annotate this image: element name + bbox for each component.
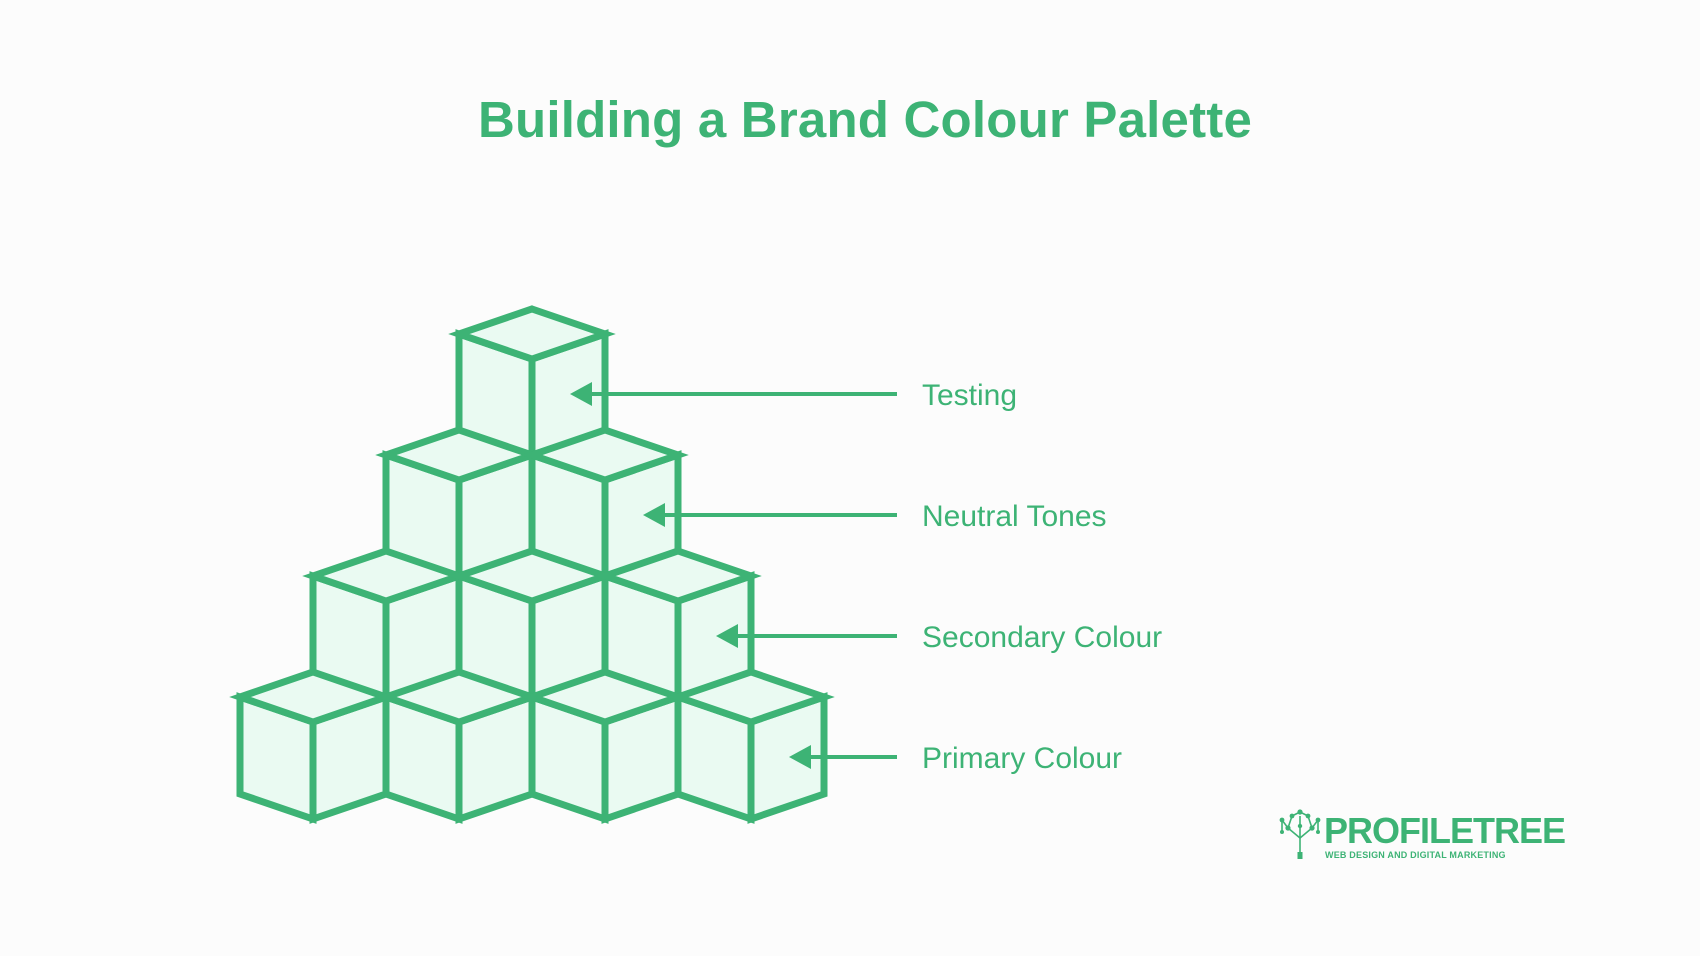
logo-wordmark: PROFILETREE [1324, 810, 1566, 851]
tree-icon [1279, 809, 1321, 859]
layer-label-primary-colour: Primary Colour [922, 742, 1122, 775]
logo-tagline: WEB DESIGN AND DIGITAL MARKETING [1325, 850, 1506, 860]
cube [375, 426, 543, 582]
cube [229, 668, 397, 824]
cube-top-face [229, 668, 397, 726]
arrow [643, 503, 897, 527]
cube [302, 547, 470, 703]
layer-labels: Testing Neutral Tones Secondary Colour P… [922, 379, 1162, 775]
cube-pyramid [229, 305, 835, 824]
cube-top-face [521, 426, 689, 484]
cube-top-face [448, 547, 616, 605]
cube-top-face [448, 305, 616, 363]
cube-top-face [375, 668, 543, 726]
cube [448, 547, 616, 703]
layer-label-testing: Testing [922, 379, 1017, 412]
cube [521, 426, 689, 582]
arrow [570, 382, 897, 406]
cube [667, 668, 835, 824]
arrowhead [716, 624, 738, 648]
arrow [789, 745, 897, 769]
arrow [716, 624, 897, 648]
cube-top-face [521, 668, 689, 726]
cube-top-face [667, 668, 835, 726]
arrowhead [570, 382, 592, 406]
cube [375, 668, 543, 824]
page-title: Building a Brand Colour Palette [477, 91, 1253, 148]
arrowhead [789, 745, 811, 769]
layer-label-neutral-tones: Neutral Tones [922, 500, 1107, 533]
layer-label-secondary-colour: Secondary Colour [922, 621, 1162, 654]
profiletree-logo: PROFILETREE WEB DESIGN AND DIGITAL MARKE… [1278, 808, 1566, 866]
cube-top-face [594, 547, 762, 605]
cube-top-face [375, 426, 543, 484]
cube [594, 547, 762, 703]
cube-top-face [302, 547, 470, 605]
layer-arrows [570, 382, 897, 769]
cube [521, 668, 689, 824]
arrowhead [643, 503, 665, 527]
